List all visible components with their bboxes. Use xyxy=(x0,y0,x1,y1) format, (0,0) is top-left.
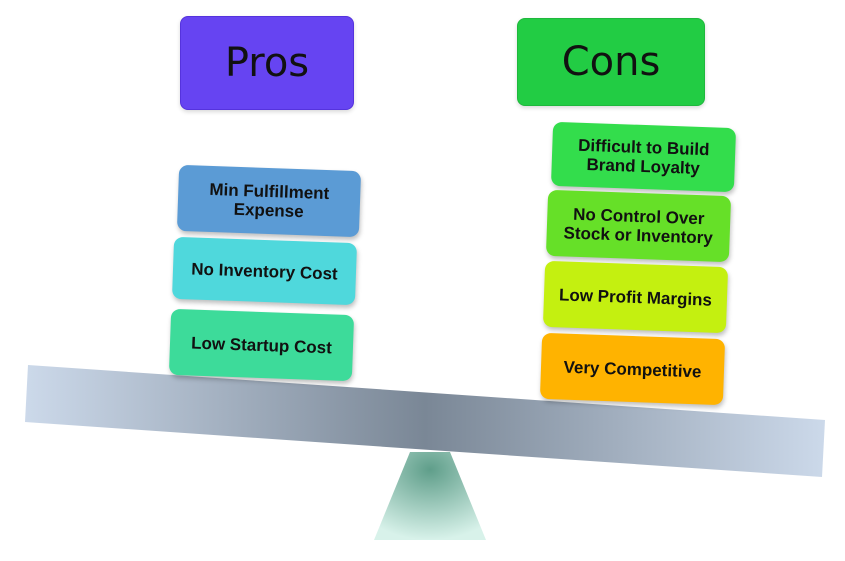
cons-item-brand-loyalty: Difficult to Build Brand Loyalty xyxy=(550,121,737,193)
pros-title: Pros xyxy=(224,40,310,86)
pros-item-min-fulfillment-expense: Min Fulfillment Expense xyxy=(176,164,362,238)
cons-header: Cons xyxy=(517,18,705,106)
cons-item-very-competitive: Very Competitive xyxy=(539,332,726,406)
cons-title: Cons xyxy=(561,39,661,85)
pros-item-no-inventory-cost: No Inventory Cost xyxy=(171,236,358,306)
cons-item-no-control-stock: No Control Over Stock or Inventory xyxy=(545,189,732,263)
pros-header: Pros xyxy=(180,16,354,110)
cons-item-low-profit-margins: Low Profit Margins xyxy=(542,260,729,334)
fulcrum xyxy=(374,452,486,540)
pros-item-low-startup-cost: Low Startup Cost xyxy=(168,308,355,382)
